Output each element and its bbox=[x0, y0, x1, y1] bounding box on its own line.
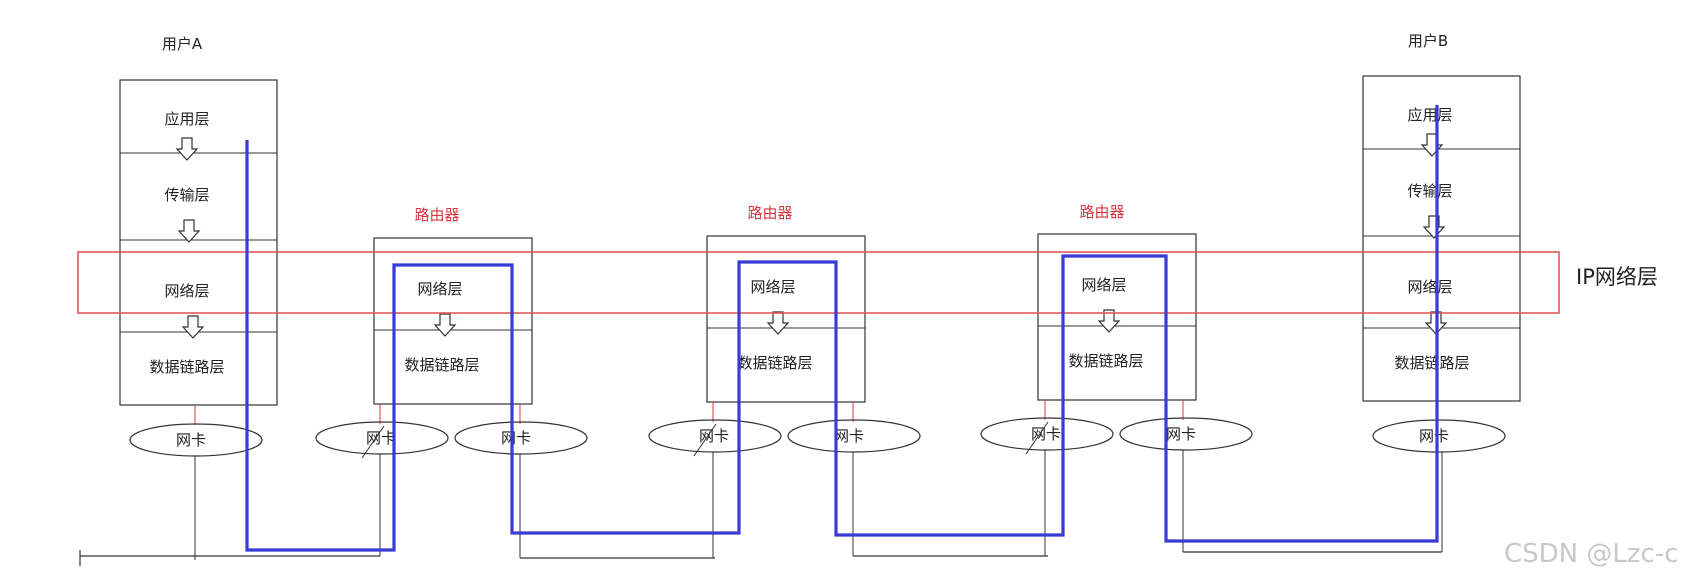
user-a-layer-application: 应用层 bbox=[164, 110, 209, 128]
user-b-nic bbox=[1372, 419, 1506, 453]
data-path bbox=[245, 105, 1439, 552]
user-b-nic-label: 网卡 bbox=[1419, 427, 1449, 445]
user-a-layer-datalink: 数据链路层 bbox=[149, 358, 224, 376]
router-2-nic-left-label: 网卡 bbox=[699, 427, 729, 445]
router-1-layer-datalink: 数据链路层 bbox=[404, 356, 479, 374]
user-a-stack: 用户A 应用层 传输层 网络层 数据链路层 网卡 bbox=[119, 35, 278, 560]
router-1-title: 路由器 bbox=[414, 206, 459, 224]
down-arrow-icon bbox=[1421, 133, 1443, 157]
down-arrow-icon bbox=[176, 137, 198, 161]
user-a-nic bbox=[129, 423, 263, 457]
down-arrow-icon bbox=[182, 315, 204, 339]
user-a-title: 用户A bbox=[162, 35, 203, 53]
router-1-box bbox=[373, 237, 533, 405]
router-2-layer-network: 网络层 bbox=[750, 278, 795, 296]
user-b-stack: 用户B 应用层 传输层 网络层 数据链路层 网卡 bbox=[1362, 32, 1521, 552]
user-a-layer-transport: 传输层 bbox=[164, 186, 209, 204]
router-3-layer-datalink: 数据链路层 bbox=[1068, 352, 1143, 370]
router-2-title: 路由器 bbox=[747, 204, 792, 222]
router-3-nic-left bbox=[980, 417, 1114, 451]
user-a-box bbox=[119, 79, 278, 406]
user-b-layer-transport: 传输层 bbox=[1407, 182, 1452, 200]
router-1-nic-right bbox=[454, 421, 588, 455]
router-2-nic-left bbox=[648, 419, 782, 453]
down-arrow-icon bbox=[178, 219, 200, 243]
router-3-nic-left-label: 网卡 bbox=[1031, 425, 1061, 443]
router-2-layer-datalink: 数据链路层 bbox=[737, 354, 812, 372]
user-b-title: 用户B bbox=[1408, 32, 1448, 50]
router-2-nic-right-label: 网卡 bbox=[834, 427, 864, 445]
ip-layer-label: IP网络层 bbox=[1576, 265, 1658, 289]
down-arrow-icon bbox=[1423, 215, 1445, 239]
user-b-layer-network: 网络层 bbox=[1407, 278, 1452, 296]
router-1-layer-network: 网络层 bbox=[417, 280, 462, 298]
user-b-layer-application: 应用层 bbox=[1407, 106, 1452, 124]
down-arrow-icon bbox=[767, 311, 789, 335]
router-3: 路由器 网络层 数据链路层 网卡 网卡 bbox=[980, 203, 1253, 556]
down-arrow-icon bbox=[434, 313, 456, 337]
router-3-title: 路由器 bbox=[1079, 203, 1124, 221]
user-a-layer-network: 网络层 bbox=[164, 282, 209, 300]
user-a-nic-label: 网卡 bbox=[176, 431, 206, 449]
watermark: CSDN @Lzc-c bbox=[1504, 539, 1679, 569]
user-b-box bbox=[1362, 75, 1521, 402]
router-3-nic-right bbox=[1119, 417, 1253, 451]
router-1: 路由器 网络层 数据链路层 网卡 网卡 bbox=[315, 206, 588, 558]
router-2-nic-right bbox=[787, 419, 921, 453]
router-3-nic-right-label: 网卡 bbox=[1166, 425, 1196, 443]
router-3-layer-network: 网络层 bbox=[1081, 276, 1126, 294]
router-2: 路由器 网络层 数据链路层 网卡 网卡 bbox=[648, 204, 921, 558]
user-b-layer-datalink: 数据链路层 bbox=[1394, 354, 1469, 372]
router-2-box bbox=[706, 235, 866, 403]
ip-layer-highlight bbox=[77, 251, 1560, 314]
router-1-nic-left bbox=[315, 421, 449, 455]
router-1-nic-right-label: 网卡 bbox=[501, 429, 531, 447]
router-1-nic-left-label: 网卡 bbox=[366, 429, 396, 447]
router-3-box bbox=[1037, 233, 1197, 401]
